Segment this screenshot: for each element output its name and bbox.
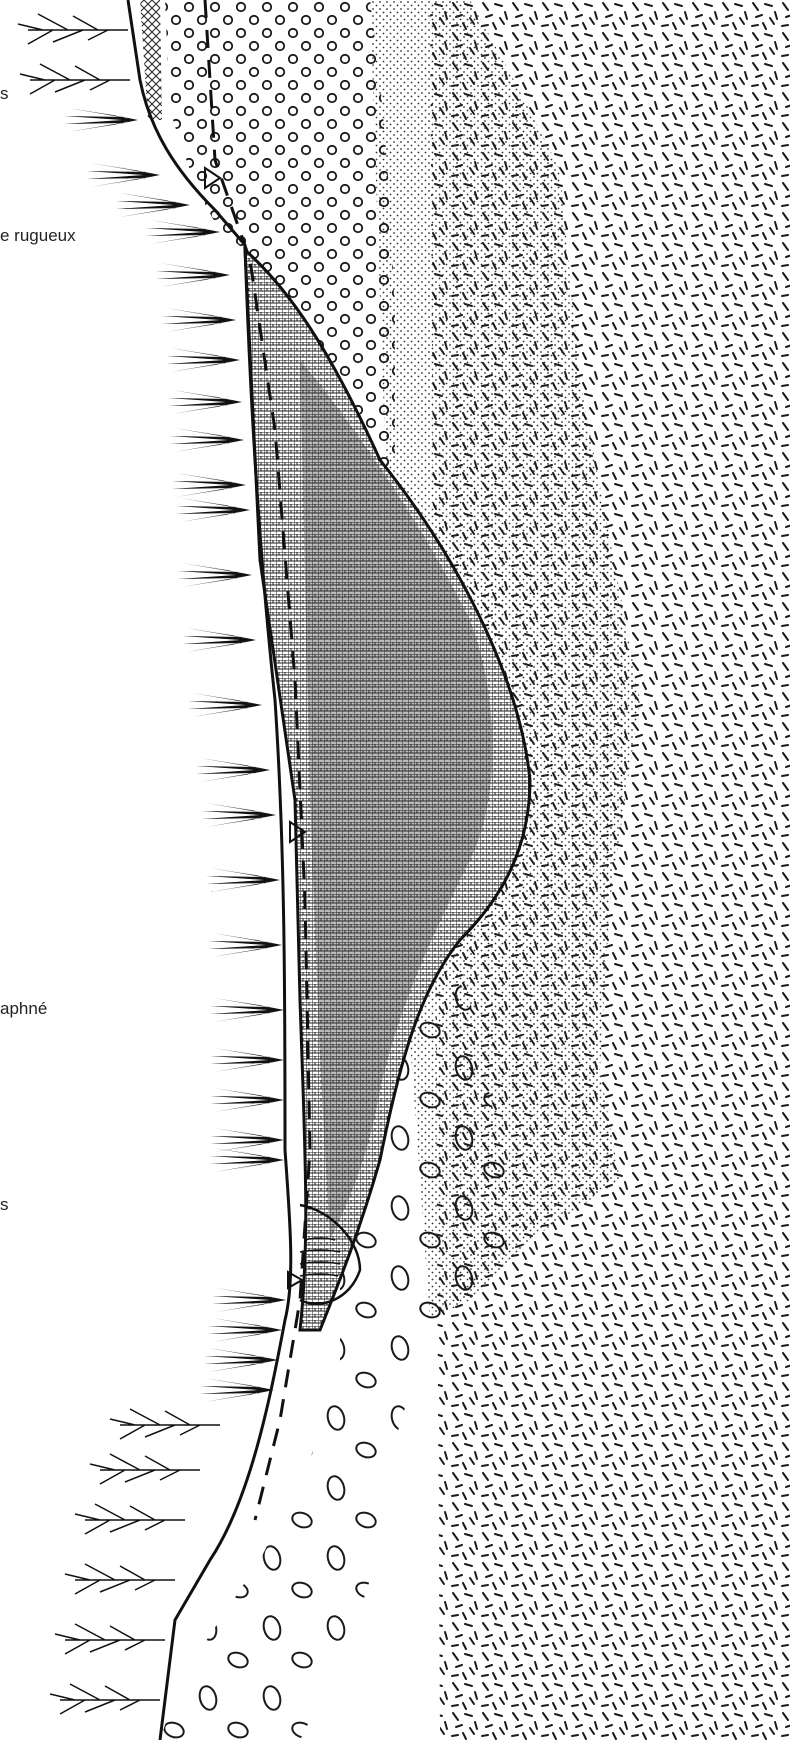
- figure-label: s: [0, 84, 9, 104]
- figure-label: s: [0, 1195, 9, 1215]
- figure-label: e rugueux: [0, 226, 76, 246]
- figure-label: aphné: [0, 999, 47, 1019]
